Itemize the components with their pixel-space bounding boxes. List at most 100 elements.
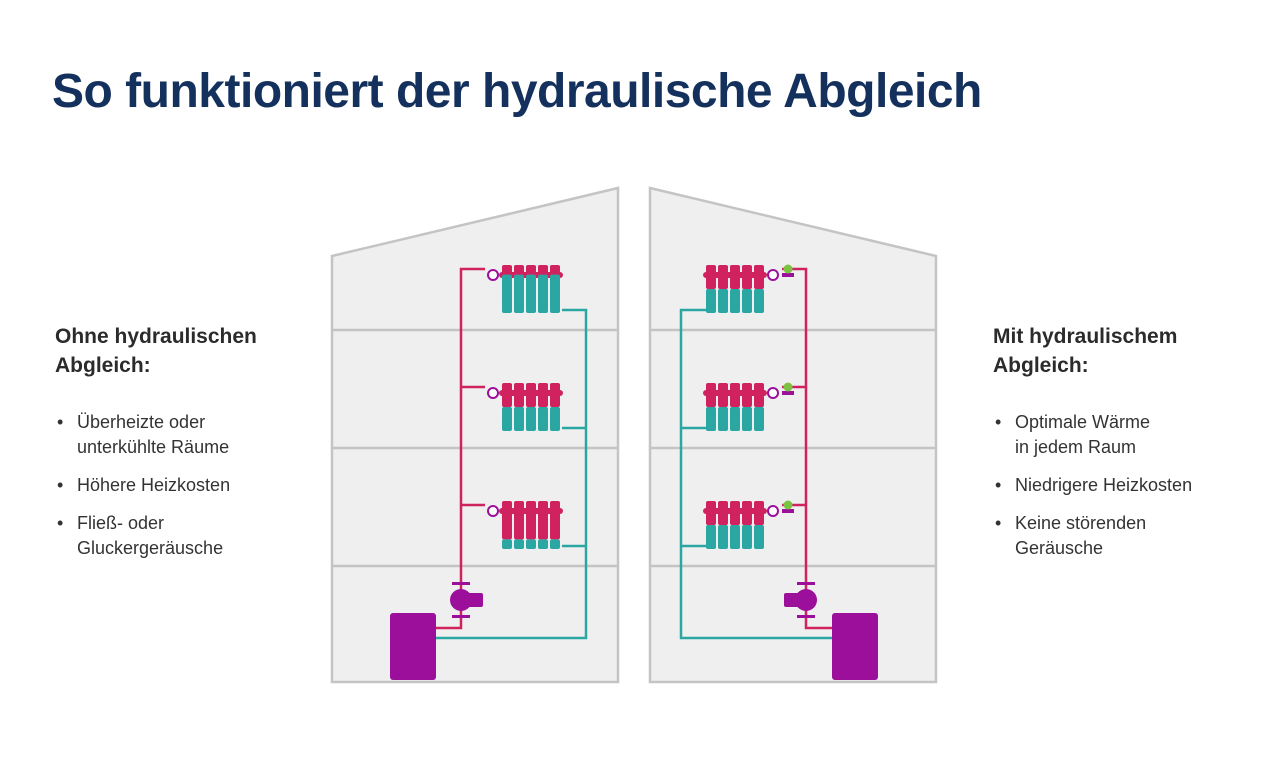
pump-flange — [797, 582, 815, 585]
radiator-fin-hot — [502, 383, 512, 407]
pump-right — [784, 582, 817, 618]
radiator-fin-cold — [718, 289, 728, 313]
radiator-fin-hot — [514, 501, 524, 540]
radiator-inlet — [487, 505, 499, 517]
panel-without-balancing: Ohne hydraulischen Abgleich: Überheizte … — [55, 322, 315, 574]
list-item: Höhere Heizkosten — [55, 473, 315, 498]
radiator-fin-hot — [742, 501, 752, 525]
radiator-fin-cold — [502, 539, 512, 549]
radiator-fin-cold — [514, 274, 524, 313]
boiler-left — [390, 613, 436, 680]
radiator-fin-hot — [538, 265, 548, 275]
item-line: Gluckergeräusche — [77, 538, 224, 558]
pump-icon — [795, 589, 817, 611]
item-line: Fließ- oder — [77, 513, 165, 533]
panel-heading: Mit hydraulischem Abgleich: — [993, 322, 1263, 380]
radiator-fin-hot — [526, 501, 536, 540]
radiator-inlet — [767, 505, 779, 517]
radiator-fin-hot — [730, 501, 740, 525]
radiator-fin-hot — [742, 383, 752, 407]
radiator-fin-cold — [718, 407, 728, 431]
list-item: Niedrigere Heizkosten — [993, 473, 1263, 498]
radiator-fin-hot — [550, 383, 560, 407]
right-return-pipes — [679, 308, 832, 640]
panel-with-balancing: Mit hydraulischem Abgleich: Optimale Wär… — [993, 322, 1263, 574]
radiators — [487, 264, 794, 549]
radiator-fin-hot — [718, 501, 728, 525]
pump-icon — [450, 589, 472, 611]
radiator-fin-hot — [526, 383, 536, 407]
item-line: Optimale Wärme — [1015, 412, 1151, 432]
radiator — [487, 265, 563, 313]
radiator-fin-cold — [526, 407, 536, 431]
radiator-fin-cold — [730, 407, 740, 431]
radiator-fin-cold — [514, 539, 524, 549]
radiator-fin-cold — [754, 525, 764, 549]
radiator-fin-hot — [754, 265, 764, 289]
house-outline — [648, 186, 938, 684]
radiator-fin-cold — [730, 525, 740, 549]
radiator-fin-hot — [514, 265, 524, 275]
house-right — [648, 186, 938, 684]
heading-line: Ohne hydraulischen — [55, 325, 257, 348]
pump-left — [450, 582, 483, 618]
radiator-fin-cold — [526, 539, 536, 549]
radiator-inlet — [767, 269, 779, 281]
radiator-fin-cold — [502, 407, 512, 431]
pump-motor — [467, 593, 483, 607]
radiator — [487, 383, 563, 431]
pump-flange — [797, 615, 815, 618]
item-line: Geräusche — [1015, 538, 1104, 558]
left-return-pipes — [436, 308, 588, 640]
radiator-fin-cold — [538, 539, 548, 549]
radiator-fin-hot — [706, 501, 716, 525]
radiator-fin-hot — [706, 383, 716, 407]
left-supply-pipes — [436, 267, 485, 630]
radiator-fin-hot — [526, 265, 536, 275]
radiator — [487, 501, 563, 549]
item-line: Keine störenden — [1015, 513, 1147, 533]
item-line: Niedrigere Heizkosten — [1015, 475, 1193, 495]
radiator-fin-cold — [730, 289, 740, 313]
radiator-fin-hot — [538, 383, 548, 407]
item-line: Höhere Heizkosten — [77, 475, 231, 495]
radiator-fin-cold — [718, 525, 728, 549]
radiator-fin-hot — [706, 265, 716, 289]
page-title: So funktioniert der hydraulische Abgleic… — [52, 65, 982, 118]
radiator — [703, 264, 794, 313]
valve-body — [782, 273, 794, 277]
balancing-valve-icon — [783, 264, 793, 274]
balancing-valve-icon — [783, 382, 793, 392]
radiator-fin-cold — [706, 289, 716, 313]
radiator-fin-cold — [706, 407, 716, 431]
item-line: Überheizte oder — [77, 412, 206, 432]
pump-motor — [784, 593, 800, 607]
radiator-fin-hot — [718, 265, 728, 289]
heading-line: Mit hydraulischem — [993, 325, 1178, 348]
radiator-fin-cold — [514, 407, 524, 431]
radiator-fin-cold — [550, 539, 560, 549]
radiator-inlet — [767, 387, 779, 399]
radiator — [703, 500, 794, 549]
house-outline — [330, 186, 620, 684]
radiator-fin-hot — [538, 501, 548, 540]
heading-line: Abgleich: — [993, 354, 1089, 377]
radiator-fin-cold — [742, 289, 752, 313]
house-left — [330, 186, 620, 684]
radiator-fin-hot — [550, 265, 560, 275]
radiator-fin-hot — [550, 501, 560, 540]
radiator-fin-cold — [538, 407, 548, 431]
pump-flange — [452, 615, 470, 618]
radiator-fin-hot — [502, 501, 512, 540]
valve-body — [782, 391, 794, 395]
radiator-fin-cold — [754, 289, 764, 313]
radiator-fin-cold — [742, 407, 752, 431]
radiator-fin-hot — [730, 383, 740, 407]
panel-heading: Ohne hydraulischen Abgleich: — [55, 322, 315, 380]
valve-body — [782, 509, 794, 513]
